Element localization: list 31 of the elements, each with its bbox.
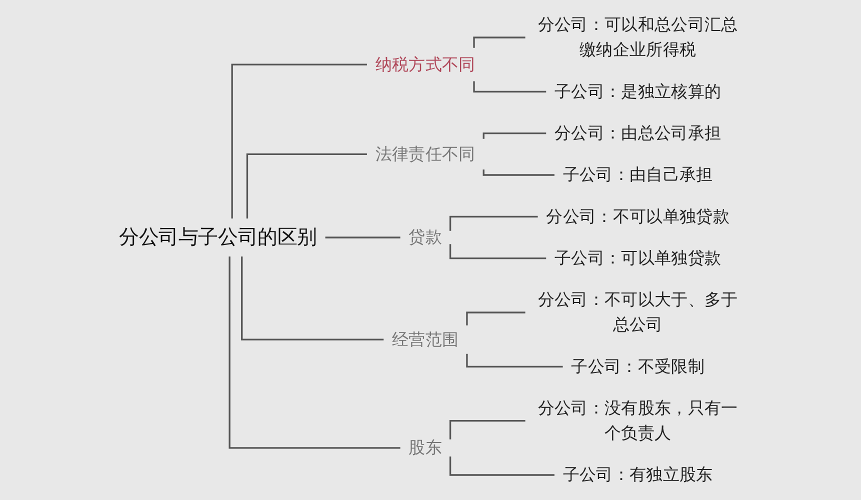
connector [228, 256, 400, 449]
node-text: 子公司：有独立股东 [562, 464, 713, 484]
node-text: 分公司：没有股东，只有一个负责人 [538, 398, 738, 443]
node-text: 子公司：不受限制 [571, 356, 704, 376]
node-text: 贷款 [408, 227, 442, 247]
connector [324, 236, 400, 238]
connector [449, 420, 526, 440]
node-text: 分公司与子公司的区别 [119, 226, 317, 249]
connector [231, 64, 367, 218]
node-text: 分公司：由总公司承担 [554, 122, 722, 143]
node-text: 纳税方式不同 [375, 54, 476, 74]
node-text: 子公司：是独立核算的 [554, 81, 722, 102]
connector [473, 81, 546, 92]
connector [449, 244, 546, 260]
connector [482, 170, 554, 176]
connector [466, 312, 526, 326]
connector [449, 456, 554, 476]
connector [466, 354, 563, 368]
node-text: 分公司：不可以单独贷款 [546, 206, 730, 226]
node-text: 股东 [408, 438, 442, 458]
connector [241, 256, 384, 340]
node-text: 分公司：可以和总公司汇总缴纳企业所得税 [538, 14, 738, 60]
node-text: 子公司：可以单独贷款 [554, 248, 722, 268]
node-text: 经营范围 [392, 329, 459, 349]
connector [449, 216, 538, 231]
node-text: 分公司：不可以大于、多于总公司 [538, 290, 738, 334]
connector [246, 153, 367, 218]
node-text: 法律责任不同 [375, 144, 476, 164]
connector [473, 36, 526, 48]
node-text: 子公司：由自己承担 [562, 164, 713, 184]
connector [482, 132, 546, 139]
